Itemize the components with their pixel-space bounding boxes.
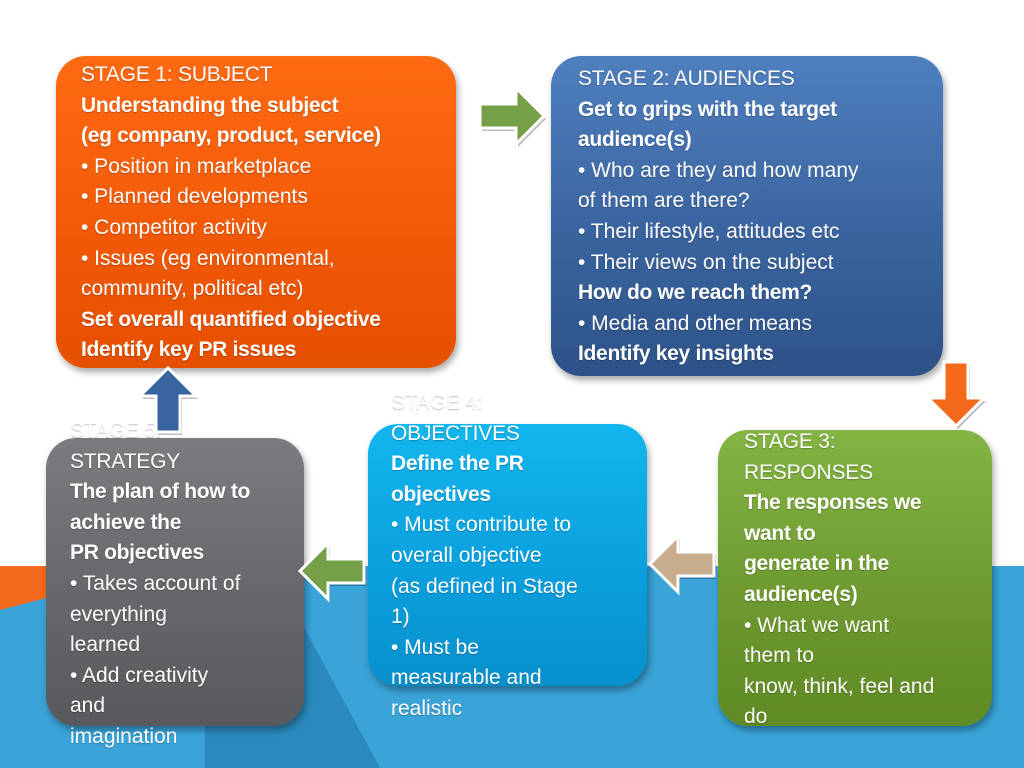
arrow-stage1-to-stage2-shape <box>478 84 547 148</box>
stage5-line: learned <box>70 633 141 657</box>
stage1-line: STAGE 1: SUBJECT <box>81 63 273 86</box>
stage1-line: • Planned developments <box>81 185 308 209</box>
stage4-content: STAGE 4: OBJECTIVES Define the PR objective… <box>391 388 627 725</box>
stage5-content: STAGE 5: STRATEGY The plan of how to achiev… <box>70 416 296 753</box>
stage4-line: realistic <box>391 696 463 720</box>
stage3-line: generate in the <box>744 552 889 576</box>
stage3-line: know, think, feel and <box>744 674 935 698</box>
stage4-line: • Must contribute to <box>391 513 572 537</box>
stage4-line: (as defined in Stage <box>391 574 578 598</box>
arrow-stage2-to-stage3-shape <box>924 360 988 429</box>
stage1-line: Set overall quantified objective <box>81 307 381 331</box>
stage5-line: STRATEGY <box>70 449 181 473</box>
stage1-line: • Issues (eg environmental, <box>81 246 335 270</box>
stage1-line: (eg company, product, service) <box>81 124 381 148</box>
stage1-line: • Competitor activity <box>81 215 267 239</box>
arrow-stage5-to-stage1-shape <box>136 365 200 434</box>
arrow-stage3-to-stage4 <box>647 532 716 596</box>
stage2-line: of them are there? <box>578 189 750 213</box>
stage3-content: STAGE 3: RESPONSES The responses we want to… <box>744 427 980 733</box>
stage3-line: do <box>744 705 768 729</box>
stage5-box <box>46 438 304 726</box>
stage3-line: them to <box>744 644 815 668</box>
stage1-content: STAGE 1: SUBJECT Understanding the subjec… <box>81 60 451 366</box>
stage4-line: 1) <box>391 605 410 629</box>
stage3-line: • What we want <box>744 613 890 637</box>
stage2-line: • Their lifestyle, attitudes etc <box>578 219 840 243</box>
stage4-line: objectives <box>391 482 491 506</box>
stage1-line: Understanding the subject <box>81 93 339 117</box>
stage4-line: measurable and <box>391 666 542 690</box>
stage4-line: overall objective <box>391 543 542 567</box>
arrow-stage4-to-stage5 <box>297 539 366 603</box>
stage3-line: audience(s) <box>744 582 858 606</box>
arrow-stage3-to-stage4-shape <box>647 532 716 596</box>
stage3-line: RESPONSES <box>744 460 873 484</box>
stage2-line: Get to grips with the target <box>578 97 837 121</box>
stage4-line: OBJECTIVES <box>391 421 520 445</box>
stage5-line: achieve the <box>70 510 182 534</box>
stage1-line: • Position in marketplace <box>81 154 312 178</box>
stage2-line: audience(s) <box>578 128 692 152</box>
stage2-content: STAGE 2: AUDIENCES Get to grips with the … <box>578 64 918 370</box>
stage5-line: • Takes account of <box>70 571 241 595</box>
stage4-line: STAGE 4: <box>391 391 483 414</box>
stage4-line: Define the PR <box>391 452 524 476</box>
stage3-line: The responses we <box>744 491 922 515</box>
stage2-line: STAGE 2: AUDIENCES <box>578 67 795 90</box>
stage5-line: STAGE 5: <box>70 419 162 442</box>
stage2-line: • Media and other means <box>578 311 812 335</box>
stage5-line: PR objectives <box>70 541 204 565</box>
stage1-box <box>56 56 456 368</box>
stage5-line: imagination <box>70 724 178 748</box>
stage2-line: • Who are they and how many <box>578 158 859 182</box>
stage3-line: STAGE 3: <box>744 430 836 453</box>
stage2-line: • Their views on the subject <box>578 250 834 274</box>
stage4-box <box>368 424 647 686</box>
arrow-stage4-to-stage5-shape <box>297 539 366 603</box>
arrow-stage2-to-stage3 <box>924 360 988 429</box>
stage5-line: everything <box>70 602 167 626</box>
stage4-line: • Must be <box>391 635 479 659</box>
stage1-line: Identify key PR issues <box>81 338 297 362</box>
stage1-line: community, political etc) <box>81 277 304 301</box>
stage3-line: want to <box>744 521 816 545</box>
stage2-line: Identify key insights <box>578 342 774 366</box>
stage5-line: • Add creativity <box>70 663 209 687</box>
stage5-line: The plan of how to <box>70 480 251 504</box>
stage2-line: How do we reach them? <box>578 281 813 305</box>
stage3-box <box>718 430 992 726</box>
arrow-stage5-to-stage1 <box>136 365 200 435</box>
arrow-stage1-to-stage2 <box>478 84 547 148</box>
stage5-line: and <box>70 694 106 718</box>
stage2-box <box>551 56 943 376</box>
